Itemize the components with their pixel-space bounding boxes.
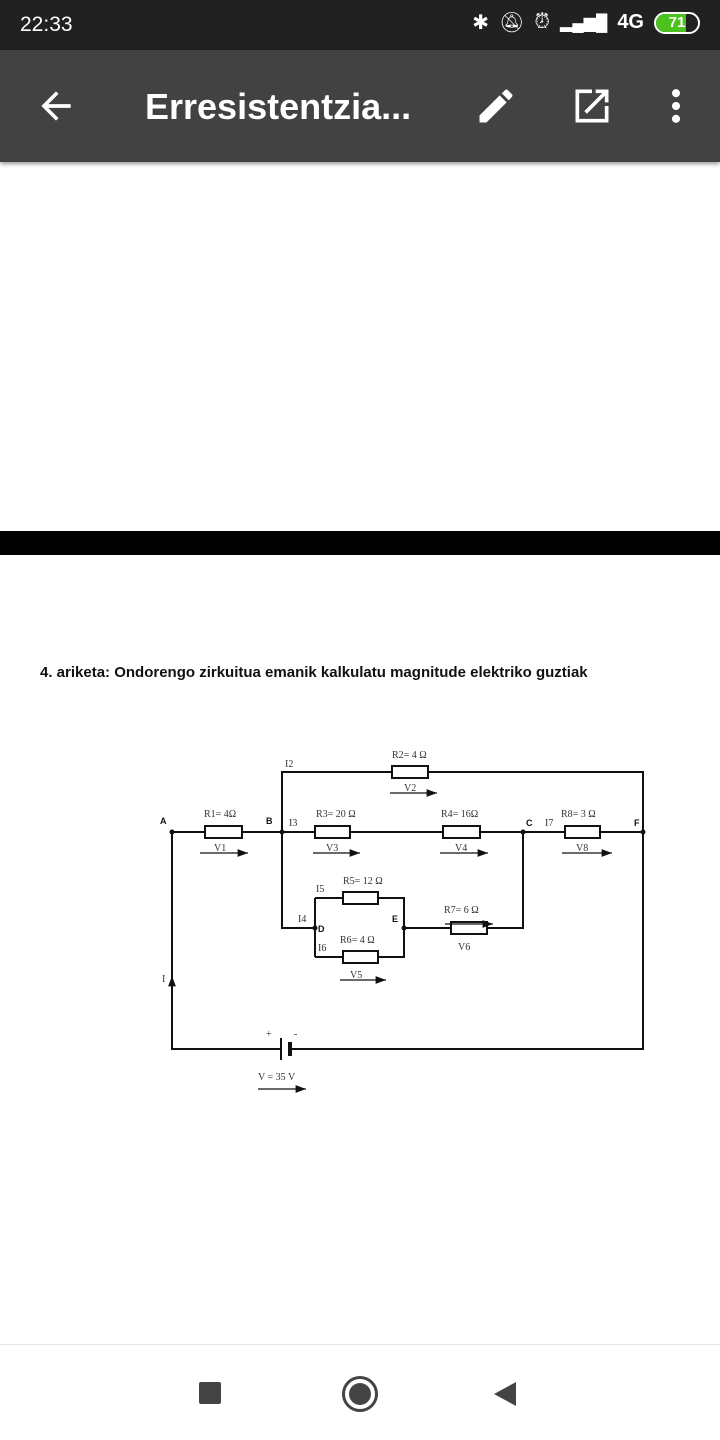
node-b: B <box>266 816 273 826</box>
label-r7: R7= 6 Ω <box>444 905 479 916</box>
battery-symbol <box>280 1038 292 1060</box>
label-i2: I2 <box>285 759 293 770</box>
vibrate-off-icon: 🔕︎ <box>499 12 525 34</box>
label-i: I <box>162 974 165 985</box>
back-button[interactable] <box>492 1380 518 1408</box>
alarm-icon: ⏰︎ <box>534 11 551 33</box>
resistor-r6 <box>342 950 379 964</box>
label-r6: R6= 4 Ω <box>340 935 375 946</box>
document-title: Erresistentzia... <box>145 86 412 127</box>
recents-button[interactable] <box>199 1382 221 1404</box>
label-v4: V4 <box>455 843 467 854</box>
label-v3: V3 <box>326 843 338 854</box>
bluetooth-icon: ✱ <box>472 12 490 34</box>
label-r1: R1= 4Ω <box>204 809 236 820</box>
label-i4: I4 <box>298 914 306 925</box>
label-v2: V2 <box>404 783 416 794</box>
resistor-r1 <box>204 825 243 839</box>
network-type: 4G <box>617 11 644 33</box>
label-v6: V6 <box>458 942 470 953</box>
label-v1: V1 <box>214 843 226 854</box>
resistor-r2 <box>391 765 429 779</box>
resistor-r3 <box>314 825 351 839</box>
node-e: E <box>392 914 398 924</box>
edit-pencil-icon[interactable] <box>474 84 518 128</box>
more-options-icon[interactable] <box>654 84 698 128</box>
node-d: D <box>318 924 325 934</box>
label-minus: - <box>294 1029 297 1040</box>
app-bar: Erresistentzia... <box>0 50 720 162</box>
exercise-heading: 4. ariketa: Ondorengo zirkuitua emanik k… <box>40 664 588 681</box>
label-v5: V5 <box>350 970 362 981</box>
label-r8: R8= 3 Ω <box>561 809 596 820</box>
resistor-r7 <box>450 921 488 935</box>
label-i7: I7 <box>545 818 553 829</box>
label-i6: I6 <box>318 943 326 954</box>
label-r4: R4= 16Ω <box>441 809 478 820</box>
resistor-r8 <box>564 825 601 839</box>
node-a: A <box>160 816 167 826</box>
label-i5: I5 <box>316 884 324 895</box>
clock: 22:33 <box>20 13 73 36</box>
back-arrow-icon[interactable] <box>34 84 78 128</box>
label-r2: R2= 4 Ω <box>392 750 427 761</box>
resistor-r5 <box>342 891 379 905</box>
battery-icon: 71 <box>654 11 700 34</box>
label-v8: V8 <box>576 843 588 854</box>
page-separator <box>0 531 720 555</box>
label-source-voltage: V = 35 V <box>258 1072 296 1083</box>
navigation-bar <box>0 1344 720 1440</box>
circuit-diagram: A B C D E F R1= 4Ω R2= 4 Ω R3= 20 Ω R4= … <box>160 750 646 1093</box>
signal-icon: ▂▄▆█ <box>560 14 608 32</box>
node-f: F <box>634 818 640 828</box>
home-button[interactable] <box>342 1376 378 1412</box>
label-i3: I3 <box>289 818 297 829</box>
open-external-icon[interactable] <box>570 84 614 128</box>
label-r5: R5= 12 Ω <box>343 876 383 887</box>
node-c: C <box>526 818 533 828</box>
label-plus: + <box>266 1029 272 1040</box>
status-bar: 22:33 ✱ 🔕︎ ⏰︎ ▂▄▆█ 4G 71 <box>0 0 720 50</box>
resistors <box>204 765 601 964</box>
resistor-r4 <box>442 825 481 839</box>
label-r3: R3= 20 Ω <box>316 809 356 820</box>
